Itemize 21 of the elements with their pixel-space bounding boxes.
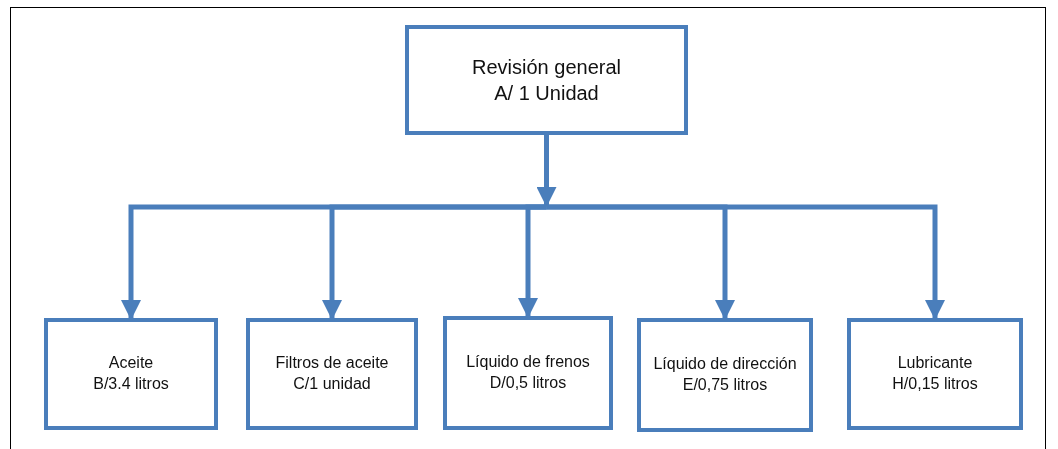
item-box bbox=[44, 318, 218, 430]
arrow bbox=[546, 204, 945, 320]
node-text: Revisión general bbox=[472, 55, 621, 80]
arrow bbox=[518, 204, 547, 318]
arrow bbox=[536, 135, 557, 207]
node-text: Lubricante bbox=[897, 353, 973, 374]
node-text: Aceite bbox=[108, 353, 154, 374]
node-text: E/0,75 litros bbox=[682, 375, 768, 395]
node-text: B/3.4 litros bbox=[93, 374, 169, 394]
node-text: Líquido de dirección bbox=[653, 354, 797, 375]
item-box bbox=[637, 318, 813, 432]
node-text: Líquido de frenos bbox=[466, 352, 590, 373]
node-text: C/1 unidad bbox=[293, 374, 371, 394]
node-text: H/0,15 litros bbox=[892, 374, 978, 394]
node-text: Filtros de aceite bbox=[275, 353, 389, 374]
item-box bbox=[246, 318, 418, 430]
node-text: A/ 1 Unidad bbox=[494, 81, 599, 106]
root-box bbox=[405, 25, 688, 135]
node-text: D/0,5 litros bbox=[489, 373, 567, 393]
item-box bbox=[443, 316, 613, 430]
item-box bbox=[847, 318, 1023, 430]
